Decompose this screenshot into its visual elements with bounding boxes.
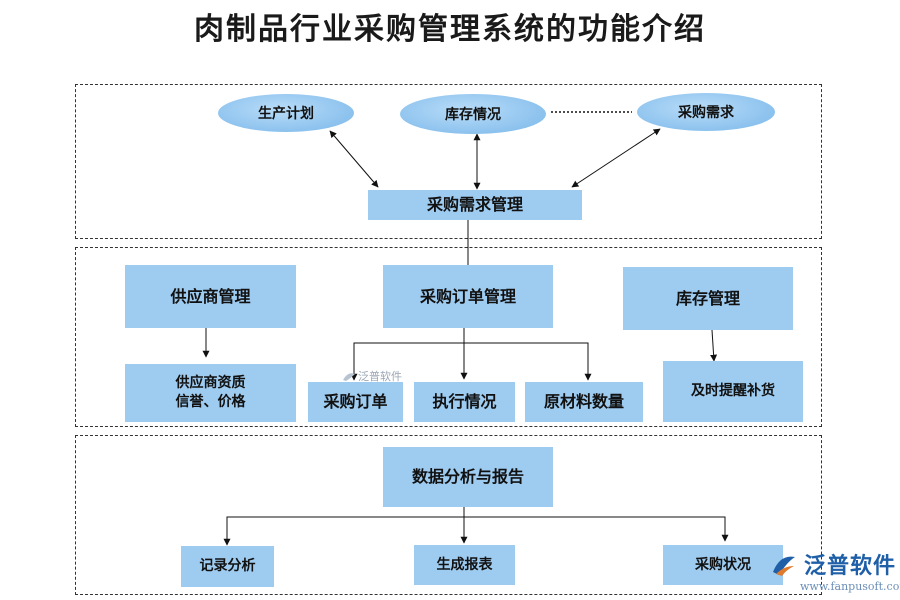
box-purchase-status: 采购状况 xyxy=(663,545,783,585)
supplier-qualification-line1: 供应商资质 xyxy=(175,375,246,392)
section-management xyxy=(75,247,822,427)
box-execution-status: 执行情况 xyxy=(414,382,515,422)
page-title: 肉制品行业采购管理系统的功能介绍 xyxy=(194,12,706,47)
arrow-plan-to-demand xyxy=(329,130,379,188)
arrow-need-to-demand xyxy=(571,128,661,188)
watermark: 泛普软件 xyxy=(342,368,402,384)
box-supplier-management: 供应商管理 xyxy=(125,265,296,328)
box-purchase-order: 采购订单 xyxy=(308,382,403,422)
box-restock-reminder: 及时提醒补货 xyxy=(663,361,803,422)
brand-swoosh-icon xyxy=(773,556,795,576)
box-generate-report: 生成报表 xyxy=(414,545,515,585)
box-data-analysis: 数据分析与报告 xyxy=(383,447,553,507)
section-demand xyxy=(75,84,822,239)
watermark-text: 泛普软件 xyxy=(358,370,402,383)
brand-logo: 泛普软件 xyxy=(770,548,896,580)
box-inventory-management: 库存管理 xyxy=(623,267,793,330)
box-order-management: 采购订单管理 xyxy=(383,265,553,328)
analysis-branch xyxy=(226,516,726,544)
supplier-qualification-line2: 信誉、价格 xyxy=(175,394,246,410)
brand-url: www.fanpusoft.com xyxy=(800,580,900,593)
brand-name: 泛普软件 xyxy=(804,554,897,579)
box-supplier-qualification: 供应商资质 信誉、价格 xyxy=(125,364,296,422)
section-analysis xyxy=(75,435,822,595)
ellipse-production-plan: 生产计划 xyxy=(218,94,354,132)
box-material-quantity: 原材料数量 xyxy=(525,382,643,422)
ellipse-inventory-status: 库存情况 xyxy=(400,94,546,134)
watermark-logo-icon xyxy=(343,373,355,381)
box-demand-management: 采购需求管理 xyxy=(368,190,582,220)
arrow-inventory-child xyxy=(710,329,718,362)
ellipse-purchase-need: 采购需求 xyxy=(637,93,775,131)
box-record-analysis: 记录分析 xyxy=(181,546,274,587)
